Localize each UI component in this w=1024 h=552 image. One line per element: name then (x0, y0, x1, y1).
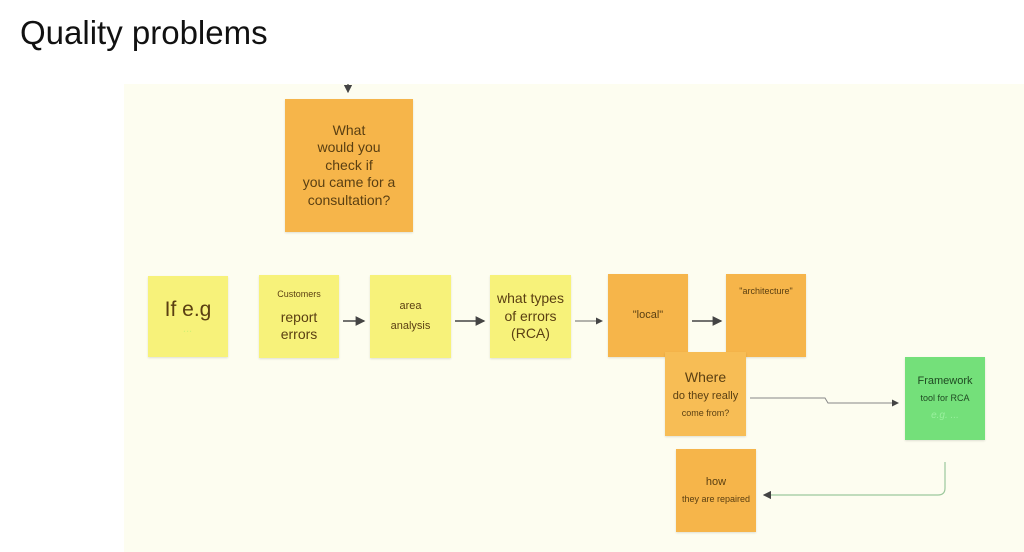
slide-title: Quality problems (20, 14, 268, 51)
note-faded-text: e.g. ... (931, 409, 959, 421)
note-text: come from? (681, 408, 730, 418)
note-if-eg[interactable]: If e.g ... (148, 276, 228, 357)
note-text: consultation? (307, 191, 391, 208)
note-text: errors (280, 326, 318, 343)
note-text: Customers (277, 289, 321, 300)
note-text: area (399, 299, 422, 312)
note-text: "local" (632, 308, 664, 321)
note-text: would you (317, 139, 381, 156)
note-text: tool for RCA (920, 392, 970, 403)
note-text: how (705, 476, 727, 488)
note-text: Framework (917, 374, 973, 387)
note-consultation-question[interactable]: What would you check if you came for a c… (285, 99, 413, 232)
note-text: report (280, 308, 318, 325)
note-faded-text: ... (183, 322, 193, 335)
arrow-where-to-framework (750, 397, 899, 407)
note-framework[interactable]: Framework tool for RCA e.g. ... (905, 357, 985, 440)
note-architecture[interactable]: "architecture" (726, 274, 806, 357)
note-error-types[interactable]: what types of errors (RCA) (490, 275, 571, 358)
note-text: "architecture" (739, 286, 793, 296)
note-area-analysis[interactable]: area analysis (370, 275, 451, 358)
note-text: analysis (390, 319, 431, 332)
note-where-from[interactable]: Where do they really come from? (665, 352, 746, 436)
note-how-repaired[interactable]: how they are repaired (676, 449, 756, 532)
note-local[interactable]: "local" (608, 274, 688, 357)
note-text: check if (325, 156, 373, 173)
note-text: What (332, 121, 366, 138)
note-customers-report-errors[interactable]: Customers report errors (259, 275, 339, 358)
arrow-framework-to-how (762, 462, 946, 500)
note-text: do they really (672, 390, 739, 403)
note-text: If e.g (164, 297, 212, 321)
note-text: of errors (504, 307, 557, 324)
note-text: Where (684, 368, 727, 385)
note-text: they are repaired (681, 493, 751, 504)
note-text: (RCA) (511, 325, 550, 342)
note-text: you came for a (302, 174, 396, 191)
note-text: what types (497, 290, 564, 307)
